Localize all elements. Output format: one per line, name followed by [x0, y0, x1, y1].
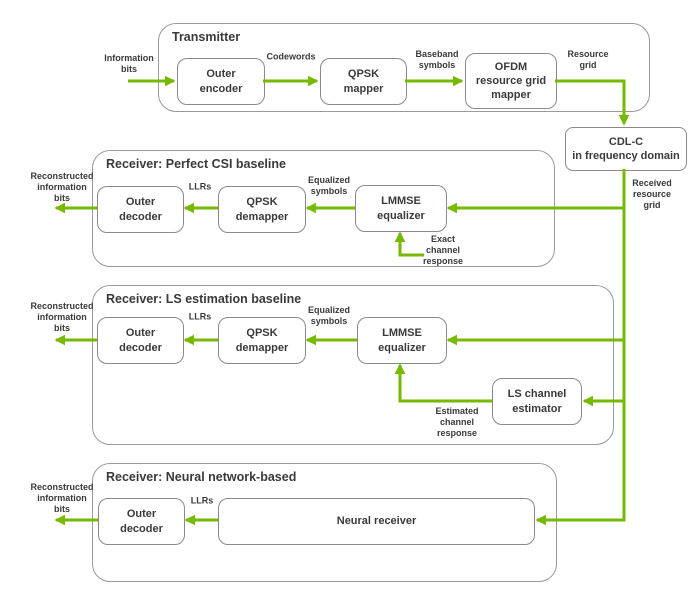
cdl-c-channel-block: CDL-C in frequency domain — [565, 127, 687, 171]
receiver-ls-title: Receiver: LS estimation baseline — [106, 292, 302, 306]
qpsk-demapper-ls-block: QPSK demapper — [218, 317, 306, 364]
label-baseband-symbols: Baseband symbols — [415, 49, 459, 70]
ls-channel-estimator-block: LS channel estimator — [492, 378, 582, 425]
receiver-nn-title: Receiver: Neural network-based — [106, 470, 297, 484]
outer-decoder-csi-block: Outer decoder — [97, 186, 184, 233]
neural-receiver-block: Neural receiver — [218, 498, 535, 545]
transmitter-title: Transmitter — [172, 30, 241, 44]
label-equalized-symbols-csi: Equalized symbols — [307, 175, 351, 196]
outer-decoder-nn-block: Outer decoder — [98, 498, 185, 545]
lmmse-equalizer-csi-block: LMMSE equalizer — [355, 185, 447, 232]
outer-decoder-ls-block: Outer decoder — [97, 317, 184, 364]
label-received-resource-grid: Received resource grid — [632, 177, 672, 210]
label-llrs-nn: LLRs — [190, 495, 214, 506]
ofdm-resource-grid-mapper-block: OFDM resource grid mapper — [465, 53, 557, 109]
receiver-ls-container: Receiver: LS estimation baseline — [92, 285, 614, 445]
outer-encoder-block: Outer encoder — [177, 58, 265, 105]
transmitter-container: Transmitter — [158, 23, 650, 112]
label-codewords: Codewords — [266, 51, 316, 62]
label-llrs-csi: LLRs — [188, 181, 212, 192]
receiver-csi-title: Receiver: Perfect CSI baseline — [106, 157, 286, 171]
label-reconstructed-bits-ls: Reconstructed information bits — [30, 300, 94, 333]
label-llrs-ls: LLRs — [188, 311, 212, 322]
qpsk-demapper-csi-block: QPSK demapper — [218, 186, 306, 233]
label-estimated-channel-response: Estimated channel response — [435, 405, 479, 438]
label-exact-channel-response: Exact channel response — [422, 233, 464, 266]
receiver-nn-container: Receiver: Neural network-based — [92, 463, 557, 582]
qpsk-mapper-block: QPSK mapper — [320, 58, 407, 105]
label-information-bits: Information bits — [104, 53, 154, 74]
label-reconstructed-bits-csi: Reconstructed information bits — [30, 170, 94, 203]
lmmse-equalizer-ls-block: LMMSE equalizer — [357, 317, 447, 364]
label-resource-grid: Resource grid — [567, 49, 609, 70]
label-reconstructed-bits-nn: Reconstructed information bits — [30, 481, 94, 514]
label-equalized-symbols-ls: Equalized symbols — [307, 305, 351, 326]
